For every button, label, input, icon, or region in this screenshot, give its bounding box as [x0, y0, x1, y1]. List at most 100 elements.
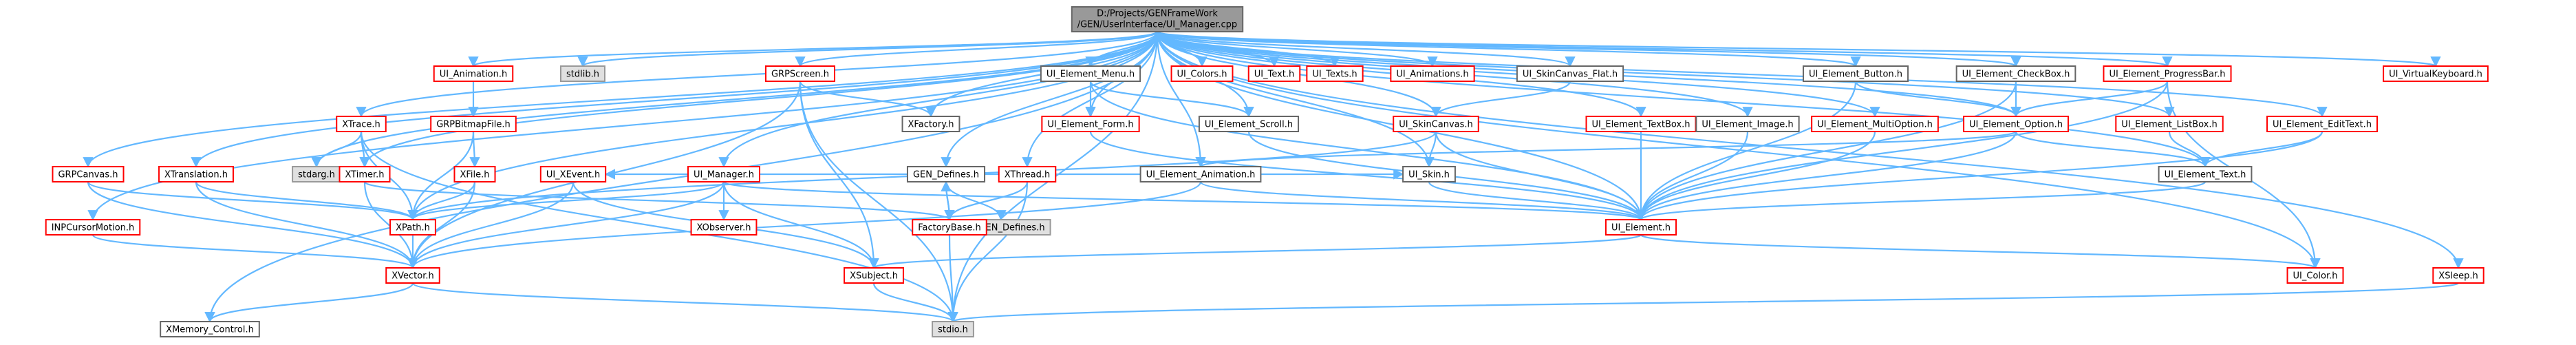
node-xmemory-control[interactable]: XMemory_Control.h [160, 321, 260, 337]
node-label: UI_Element_Animation.h [1146, 170, 1256, 180]
node-ui-skin[interactable]: UI_Skin.h [1402, 166, 1456, 182]
edge-grpcanvas-to-xpath [87, 181, 418, 221]
edge-ui-skincanvas-to-ui-element [1435, 131, 1646, 221]
node-box [1695, 116, 1800, 132]
node-box [1802, 65, 1909, 82]
node-root[interactable]: D:/Projects/GENFrameWork/GEN/UserInterfa… [1071, 6, 1244, 32]
node-factorybase[interactable]: FactoryBase.h [912, 219, 987, 236]
node-ui-element-button[interactable]: UI_Element_Button.h [1802, 65, 1909, 82]
node-ui-element-textbox[interactable]: UI_Element_TextBox.h [1585, 116, 1697, 132]
node-inpcursormotion[interactable]: INPCursorMotion.h [45, 219, 141, 236]
node-ui-element-checkbox[interactable]: UI_Element_CheckBox.h [1955, 65, 2076, 82]
node-stdlib[interactable]: stdlib.h [560, 65, 605, 82]
node-xthread[interactable]: XThread.h [998, 166, 1057, 182]
edge-root-to-xmemory-control [204, 31, 1159, 323]
node-label: UI_Manager.h [694, 170, 754, 180]
node-box [453, 166, 496, 182]
node-ui-element-text[interactable]: UI_Element_Text.h [2158, 166, 2253, 182]
node-ui-virtualkeyboard[interactable]: UI_VirtualKeyboard.h [2383, 65, 2489, 82]
node-label: UI_Element_Scroll.h [1205, 120, 1293, 130]
node-ui-animations[interactable]: UI_Animations.h [1390, 65, 1475, 82]
node-box [764, 65, 836, 82]
edge-root-to-xthread [1022, 31, 1159, 168]
node-label: UI_Element_Menu.h [1046, 70, 1135, 80]
node-label: XTimer.h [345, 170, 384, 180]
node-grpcanvas[interactable]: GRPCanvas.h [52, 166, 125, 182]
edge-ui-element-animation-to-ui-element [1199, 180, 1646, 221]
node-label: stdarg.h [298, 170, 335, 180]
edge-root-to-ui-element-multioption [1156, 31, 1880, 118]
node-box [2383, 65, 2489, 82]
edge-ui-element-multioption-to-ui-element [1635, 131, 1876, 221]
node-box [433, 65, 514, 82]
node-box [1811, 116, 1939, 132]
node-ui-element-listbox[interactable]: UI_Element_ListBox.h [2115, 116, 2224, 132]
edge-root-to-ui-manager [718, 31, 1159, 168]
node-ui-color[interactable]: UI_Color.h [2286, 267, 2344, 284]
node-xpath[interactable]: XPath.h [389, 219, 436, 236]
node-ui-element-option[interactable]: UI_Element_Option.h [1963, 116, 2069, 132]
node-label: UI_SkinCanvas.h [1399, 120, 1473, 130]
node-box [339, 166, 391, 182]
edge-xvector-to-xmemory-control [204, 282, 414, 323]
node-ui-element-animation[interactable]: UI_Element_Animation.h [1139, 166, 1262, 182]
node-label: XTrace.h [342, 120, 380, 130]
node-ui-animation[interactable]: UI_Animation.h [433, 65, 514, 82]
edge-xtranslation-to-xvector [195, 181, 418, 269]
edge-root-to-grpcanvas [83, 31, 1159, 168]
node-box [430, 116, 517, 132]
node-xobserver[interactable]: XObserver.h [690, 219, 758, 236]
node-xvector[interactable]: XVector.h [385, 267, 440, 284]
node-xtranslation[interactable]: XTranslation.h [158, 166, 234, 182]
node-box [2158, 166, 2253, 182]
edge-root-to-xsleep [1156, 31, 2464, 269]
edge-root-to-ui-element-listbox [1156, 31, 2175, 118]
node-box [2432, 267, 2484, 284]
edge-ui-skincanvas-flat-to-ui-skincanvas [1430, 81, 1571, 118]
node-label: UI_Element_Form.h [1047, 120, 1133, 130]
node-xtrace[interactable]: XTrace.h [336, 116, 387, 132]
node-ui-element[interactable]: UI_Element.h [1604, 219, 1677, 236]
node-grpbitmapfile[interactable]: GRPBitmapFile.h [430, 116, 517, 132]
node-ui-colors[interactable]: UI_Colors.h [1170, 65, 1234, 82]
node-ui-element-progressbar[interactable]: UI_Element_ProgressBar.h [2103, 65, 2232, 82]
node-ui-xevent[interactable]: UI_XEvent.h [539, 166, 607, 182]
node-xfactory[interactable]: XFactory.h [901, 116, 960, 132]
node-ui-texts[interactable]: UI_Texts.h [1306, 65, 1364, 82]
node-ui-element-image[interactable]: UI_Element_Image.h [1695, 116, 1800, 132]
node-label: UI_Element_Button.h [1809, 70, 1902, 80]
node-label: XThread.h [1005, 170, 1051, 180]
edge-ui-element-to-ui-color [1640, 233, 2321, 269]
node-ui-element-menu[interactable]: UI_Element_Menu.h [1040, 65, 1141, 82]
edge-root-to-ui-animations [1156, 31, 1438, 67]
node-box [160, 321, 260, 337]
node-ui-element-scroll[interactable]: UI_Element_Scroll.h [1198, 116, 1300, 132]
node-ui-text[interactable]: UI_Text.h [1247, 65, 1301, 82]
node-grpscreen[interactable]: GRPScreen.h [764, 65, 836, 82]
node-ui-manager[interactable]: UI_Manager.h [687, 166, 761, 182]
node-label: UI_Element.h [1611, 223, 1671, 233]
node-xfile[interactable]: XFile.h [453, 166, 496, 182]
node-ui-element-edittext[interactable]: UI_Element_EditText.h [2266, 116, 2379, 132]
node-box [539, 166, 607, 182]
node-gen-defines[interactable]: GEN_Defines.h [906, 166, 986, 182]
node-xsubject[interactable]: XSubject.h [844, 267, 904, 284]
edge-root-to-stdlib [577, 30, 1159, 67]
node-box [385, 267, 440, 284]
node-label: UI_Animations.h [1396, 70, 1468, 80]
node-label: UI_SkinCanvas_Flat.h [1523, 70, 1618, 80]
node-ui-element-form[interactable]: UI_Element_Form.h [1041, 116, 1140, 132]
node-label: UI_Colors.h [1177, 70, 1227, 80]
node-ui-skincanvas[interactable]: UI_SkinCanvas.h [1393, 116, 1479, 132]
node-label: D:/Projects/GENFrameWork [1097, 9, 1218, 19]
node-stdio[interactable]: stdio.h [932, 321, 974, 337]
node-stdarg[interactable]: stdarg.h [292, 166, 341, 182]
edge-ui-element-progressbar-to-ui-element [1635, 81, 2169, 221]
edge-grpscreen-to-stdio [799, 81, 958, 323]
node-xtimer[interactable]: XTimer.h [339, 166, 391, 182]
node-box [690, 219, 758, 236]
node-ui-skincanvas-flat[interactable]: UI_SkinCanvas_Flat.h [1516, 65, 1624, 82]
node-ui-element-multioption[interactable]: UI_Element_MultiOption.h [1811, 116, 1939, 132]
node-xsleep[interactable]: XSleep.h [2432, 267, 2484, 284]
node-label: UI_Element_Image.h [1702, 120, 1793, 130]
